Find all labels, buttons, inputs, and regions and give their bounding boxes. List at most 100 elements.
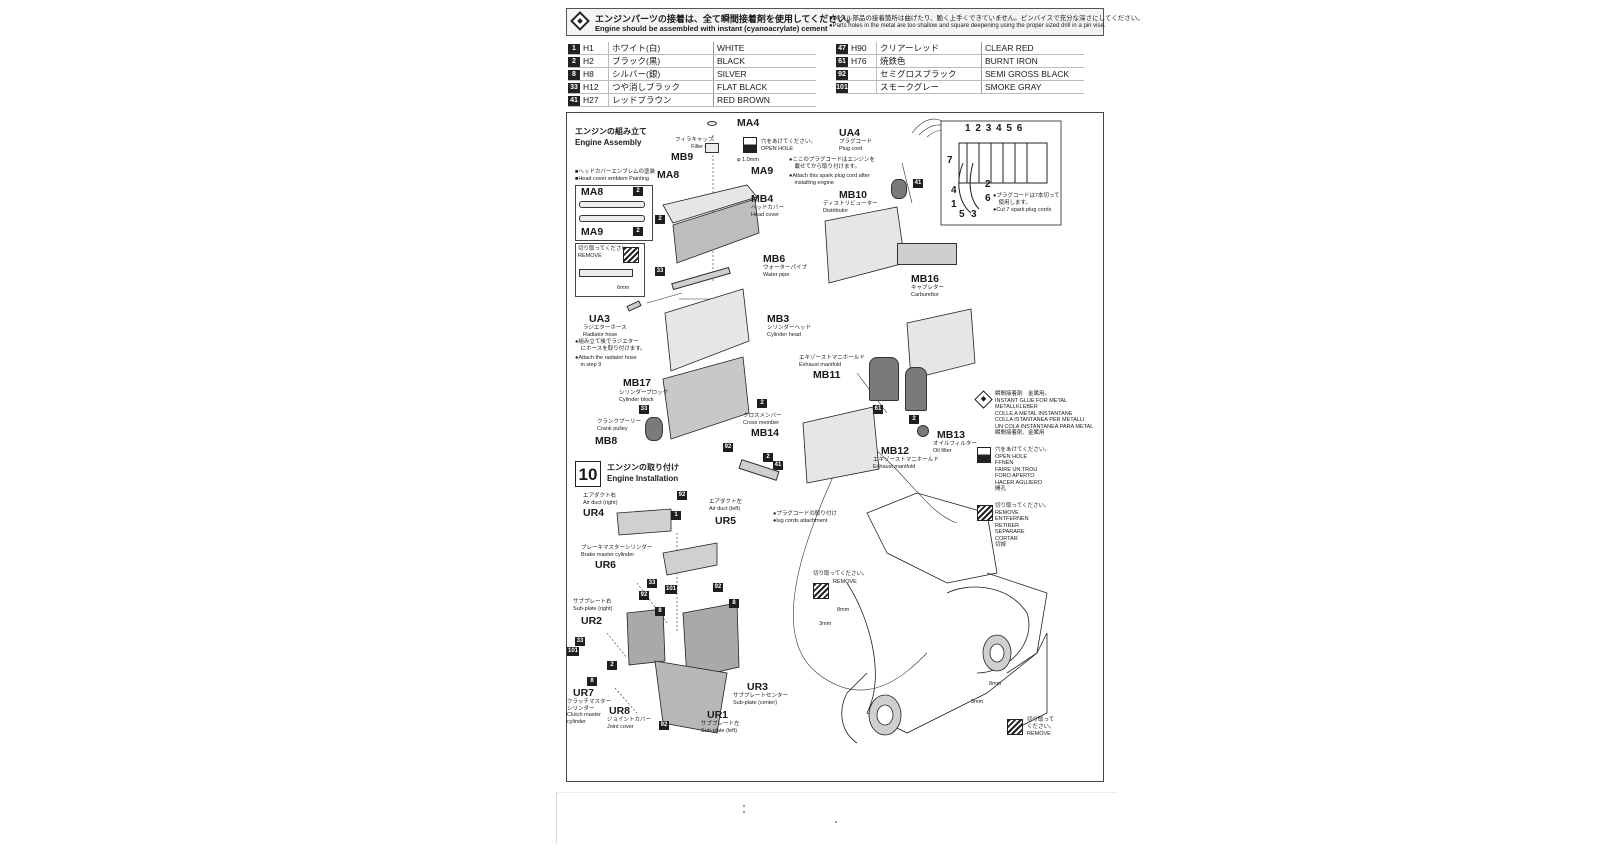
paint-badge: 2 [655, 215, 665, 224]
paint-badge: 33 [655, 267, 665, 276]
paint-badge: 92 [639, 591, 649, 600]
emblem-box [575, 185, 653, 241]
paint-num: 47 [836, 44, 848, 54]
chassis-remove-en: REMOVE [833, 579, 857, 585]
paint-jp: ブラック(黒) [608, 54, 714, 68]
ma4-part [707, 121, 717, 126]
paint-badge: 33 [575, 637, 585, 646]
paint-en: BURNT IRON [981, 54, 1084, 68]
plug-num: 7 [947, 155, 953, 166]
paint-badge: 41 [773, 461, 783, 470]
measure-8mm-a: 8mm [837, 607, 850, 613]
paint-jp: セミグロスブラック [876, 67, 982, 81]
chassis-remove2-jp: 切り取ってください。 [1027, 717, 1055, 730]
paint-badge: 101 [665, 585, 678, 594]
hole-size: φ 1.0mm [737, 157, 759, 163]
measure-6mm: 6mm [617, 285, 630, 291]
cut-icon [1007, 719, 1023, 735]
assembly-title-en: Engine Assembly [575, 138, 642, 147]
paint-num: 41 [568, 96, 580, 106]
emblem-note-en: ■Head cover emblem Painting [575, 176, 649, 182]
paint-code: H76 [848, 54, 877, 68]
cut-icon [813, 583, 829, 599]
paint-code: H12 [580, 80, 609, 94]
radiator-note-en: ●Attach the radiator hose in step 9 [575, 355, 637, 368]
measure-3mm-a: 3mm [819, 621, 832, 627]
emblem-note-jp: ■ヘッドカバーエンブレムの塗装 [575, 169, 656, 175]
paint-en: SEMI GROSS BLACK [981, 67, 1084, 81]
chassis-remove-jp: 切り取ってください。 [813, 571, 868, 577]
paint-badge: 2 [763, 453, 773, 462]
step10-title-jp: エンジンの取り付け [607, 463, 679, 472]
plug-num: 2 [975, 123, 982, 134]
plug-num: 4 [951, 185, 957, 196]
measure-8mm-b: 8mm [989, 681, 1002, 687]
step-number: 10 [575, 461, 601, 487]
part-mb6-label: MB6 [763, 253, 786, 265]
part-ma8-label: MA8 [581, 186, 604, 198]
part-mb10-label: MB10 [839, 189, 868, 201]
paint-code: H27 [580, 93, 609, 107]
part-mb11-label: MB11 [813, 369, 841, 381]
paint-badge: 92 [659, 721, 669, 730]
part-mb14-label: MB14 [751, 427, 780, 439]
paint-jp: つや消しブラック [608, 80, 714, 94]
part-ur4-label: UR4 [583, 507, 605, 519]
plug-num: 1 [965, 123, 972, 134]
part-ur5-label: UR5 [715, 515, 737, 527]
open-hole-jp: 穴をあけてください。 [761, 139, 816, 145]
paint-badge: 8 [729, 599, 739, 608]
mb9-part [705, 143, 719, 153]
cement-notice-header: エンジンパーツの接着は、全て瞬間接着剤を使用してください。 Engine sho… [566, 8, 1144, 36]
part-mb16-label: MB16 [911, 273, 940, 285]
part-mb17-label: MB17 [623, 377, 652, 389]
paint-num: 2 [568, 57, 580, 67]
paint-badge: 101 [567, 647, 580, 656]
paint-num: 33 [568, 83, 580, 93]
paint-en: BLACK [713, 54, 816, 68]
paint-jp: クリアーレッド [876, 42, 982, 55]
crank-pulley-part [645, 417, 663, 441]
radiator-note-jp: ●組み立て後でラジエター にホースを取り付けます。 [575, 339, 646, 352]
remove-jp: 切り取ってください。 [578, 246, 633, 252]
page-gap [556, 792, 1117, 843]
plug-num: 2 [985, 179, 991, 190]
part-mb9-label: MB9 [671, 151, 694, 163]
paint-code: H8 [580, 67, 609, 81]
paint-code [848, 80, 877, 94]
plug-num: 3 [985, 123, 993, 134]
plug-cut-note-jp: ●プラグコードは7本切って 使用します。 [993, 193, 1060, 206]
plug-cut-note-en: ●Cut 7 spark plug cords [993, 207, 1052, 213]
attach-plug-en: ●Attach this spark plug cord after insta… [789, 173, 870, 186]
part-ur7-label: UR7 [573, 687, 595, 699]
diagram-lines [606, 118, 1062, 744]
assembly-title-jp: エンジンの組み立て [575, 127, 647, 136]
drill-icon [743, 137, 757, 153]
header-note-jp: ●メタル部品の接着箇所は曲げたり、脆く上手くできていません。ピンバイスで充分な深… [829, 15, 1144, 22]
paint-badge: 2 [607, 661, 617, 670]
paint-en: SILVER [713, 67, 816, 81]
paint-badge: 8 [587, 677, 597, 686]
plug-num: 5 [1006, 123, 1013, 134]
